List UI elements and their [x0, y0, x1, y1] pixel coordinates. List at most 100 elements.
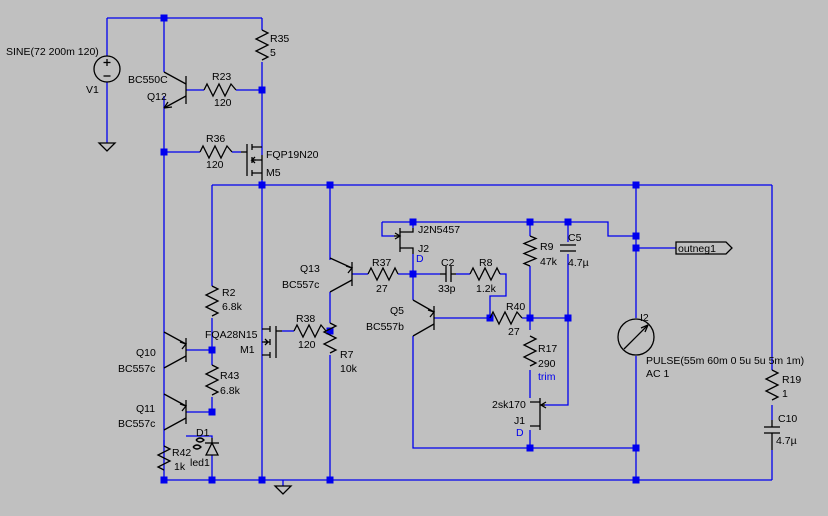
- junction: [208, 408, 216, 416]
- resistor-r23[interactable]: [203, 82, 237, 98]
- junction: [258, 86, 266, 94]
- label-r38-value: 120: [298, 339, 316, 351]
- label-q12-model: BC550C: [128, 74, 168, 86]
- label-q10-name: Q10: [136, 347, 156, 359]
- label-j1-model: 2sk170: [492, 399, 526, 411]
- junction: [632, 232, 640, 240]
- junction: [160, 476, 168, 484]
- junction: [632, 244, 640, 252]
- label-c5-name: C5: [568, 232, 582, 244]
- label-r38-name: R38: [296, 313, 315, 325]
- label-r7-value: 10k: [340, 363, 358, 375]
- label-c2-value: 33p: [438, 283, 456, 295]
- voltage-source-v1[interactable]: [93, 55, 121, 83]
- label-r42-value: 1k: [174, 461, 186, 473]
- label-q11-model: BC557c: [118, 418, 155, 430]
- jfet-j2[interactable]: [394, 228, 414, 254]
- junction: [208, 346, 216, 354]
- junction: [160, 14, 168, 22]
- current-source-i2[interactable]: [617, 318, 655, 356]
- label-r37-value: 27: [376, 283, 388, 295]
- bjt-q10[interactable]: [163, 331, 188, 369]
- capacitor-c5[interactable]: [560, 244, 576, 252]
- label-j2-name: J2: [418, 243, 429, 255]
- capacitor-c10[interactable]: [764, 420, 780, 450]
- label-j1-name: J1: [514, 415, 525, 427]
- label-m5-name: M5: [266, 167, 281, 179]
- label-r42-name: R42: [172, 447, 191, 459]
- junction: [326, 181, 334, 189]
- label-r17-name: R17: [538, 343, 557, 355]
- resistor-r35[interactable]: [254, 29, 270, 61]
- label-r2-value: 6.8k: [222, 301, 243, 313]
- resistor-r17[interactable]: [522, 335, 538, 367]
- label-r23-name: R23: [212, 71, 231, 83]
- junction: [632, 181, 640, 189]
- mosfet-m5[interactable]: [241, 144, 263, 180]
- label-q13-name: Q13: [300, 263, 320, 275]
- label-r9-name: R9: [540, 241, 554, 253]
- junction: [326, 327, 334, 335]
- bjt-q11[interactable]: [163, 393, 188, 431]
- label-q5-name: Q5: [390, 305, 404, 317]
- bjt-q5[interactable]: [412, 299, 436, 337]
- bjt-q13[interactable]: [329, 257, 354, 293]
- label-c10-value: 4.7µ: [776, 435, 797, 447]
- label-r36-name: R36: [206, 133, 225, 145]
- label-r17-tag: trim: [538, 371, 556, 383]
- resistor-r36[interactable]: [199, 144, 233, 160]
- label-v1-value: SINE(72 200m 120): [6, 46, 99, 58]
- label-r8-value: 1.2k: [476, 283, 497, 295]
- label-m1-name: M1: [240, 344, 255, 356]
- label-r9-value: 47k: [540, 256, 558, 268]
- label-d1-value: led1: [190, 457, 210, 469]
- resistor-r42[interactable]: [156, 445, 172, 471]
- junction: [326, 476, 334, 484]
- junction: [258, 476, 266, 484]
- resistor-r7[interactable]: [322, 322, 338, 354]
- junction: [160, 148, 168, 156]
- net-label-outneg1[interactable]: [675, 241, 733, 255]
- label-outneg1: outneg1: [678, 243, 716, 255]
- jfet-j1[interactable]: [530, 398, 547, 430]
- label-v1-name: V1: [86, 84, 99, 96]
- resistor-r43[interactable]: [204, 364, 220, 396]
- label-q13-model: BC557c: [282, 279, 319, 291]
- label-r19-name: R19: [782, 374, 801, 386]
- label-r35-name: R35: [270, 33, 289, 45]
- mosfet-m1[interactable]: [262, 326, 282, 358]
- wires: [106, 17, 773, 486]
- junction: [564, 314, 572, 322]
- label-c2-name: C2: [441, 257, 455, 269]
- junction: [526, 444, 534, 452]
- label-r43-name: R43: [220, 370, 239, 382]
- resistor-r40[interactable]: [489, 310, 523, 326]
- label-r19-value: 1: [782, 388, 788, 400]
- resistor-r37[interactable]: [367, 266, 399, 282]
- label-r36-value: 120: [206, 159, 224, 171]
- ground-symbol: [97, 142, 117, 152]
- label-r8-name: R8: [479, 257, 493, 269]
- resistor-r9[interactable]: [522, 235, 538, 267]
- label-q5-model: BC557b: [366, 321, 404, 333]
- label-r40-value: 27: [508, 326, 520, 338]
- resistor-r38[interactable]: [293, 323, 327, 339]
- bjt-q12[interactable]: [163, 71, 187, 109]
- label-m5-model: FQP19N20: [266, 149, 319, 161]
- label-r7-name: R7: [340, 349, 354, 361]
- resistor-r19[interactable]: [764, 369, 780, 401]
- capacitor-c2[interactable]: [440, 266, 456, 282]
- resistor-r8[interactable]: [469, 266, 501, 282]
- junction: [632, 444, 640, 452]
- led-d1[interactable]: [192, 437, 220, 456]
- label-c5-value: 4.7µ: [568, 257, 589, 269]
- label-r43-value: 6.8k: [220, 385, 241, 397]
- label-q11-name: Q11: [136, 403, 155, 415]
- label-r35-value: 5: [270, 47, 276, 59]
- label-r40-name: R40: [506, 301, 525, 313]
- label-i2-name: I2: [640, 312, 649, 324]
- resistor-r2[interactable]: [204, 285, 220, 317]
- label-i2-ac: AC 1: [646, 368, 670, 380]
- junction: [526, 218, 534, 226]
